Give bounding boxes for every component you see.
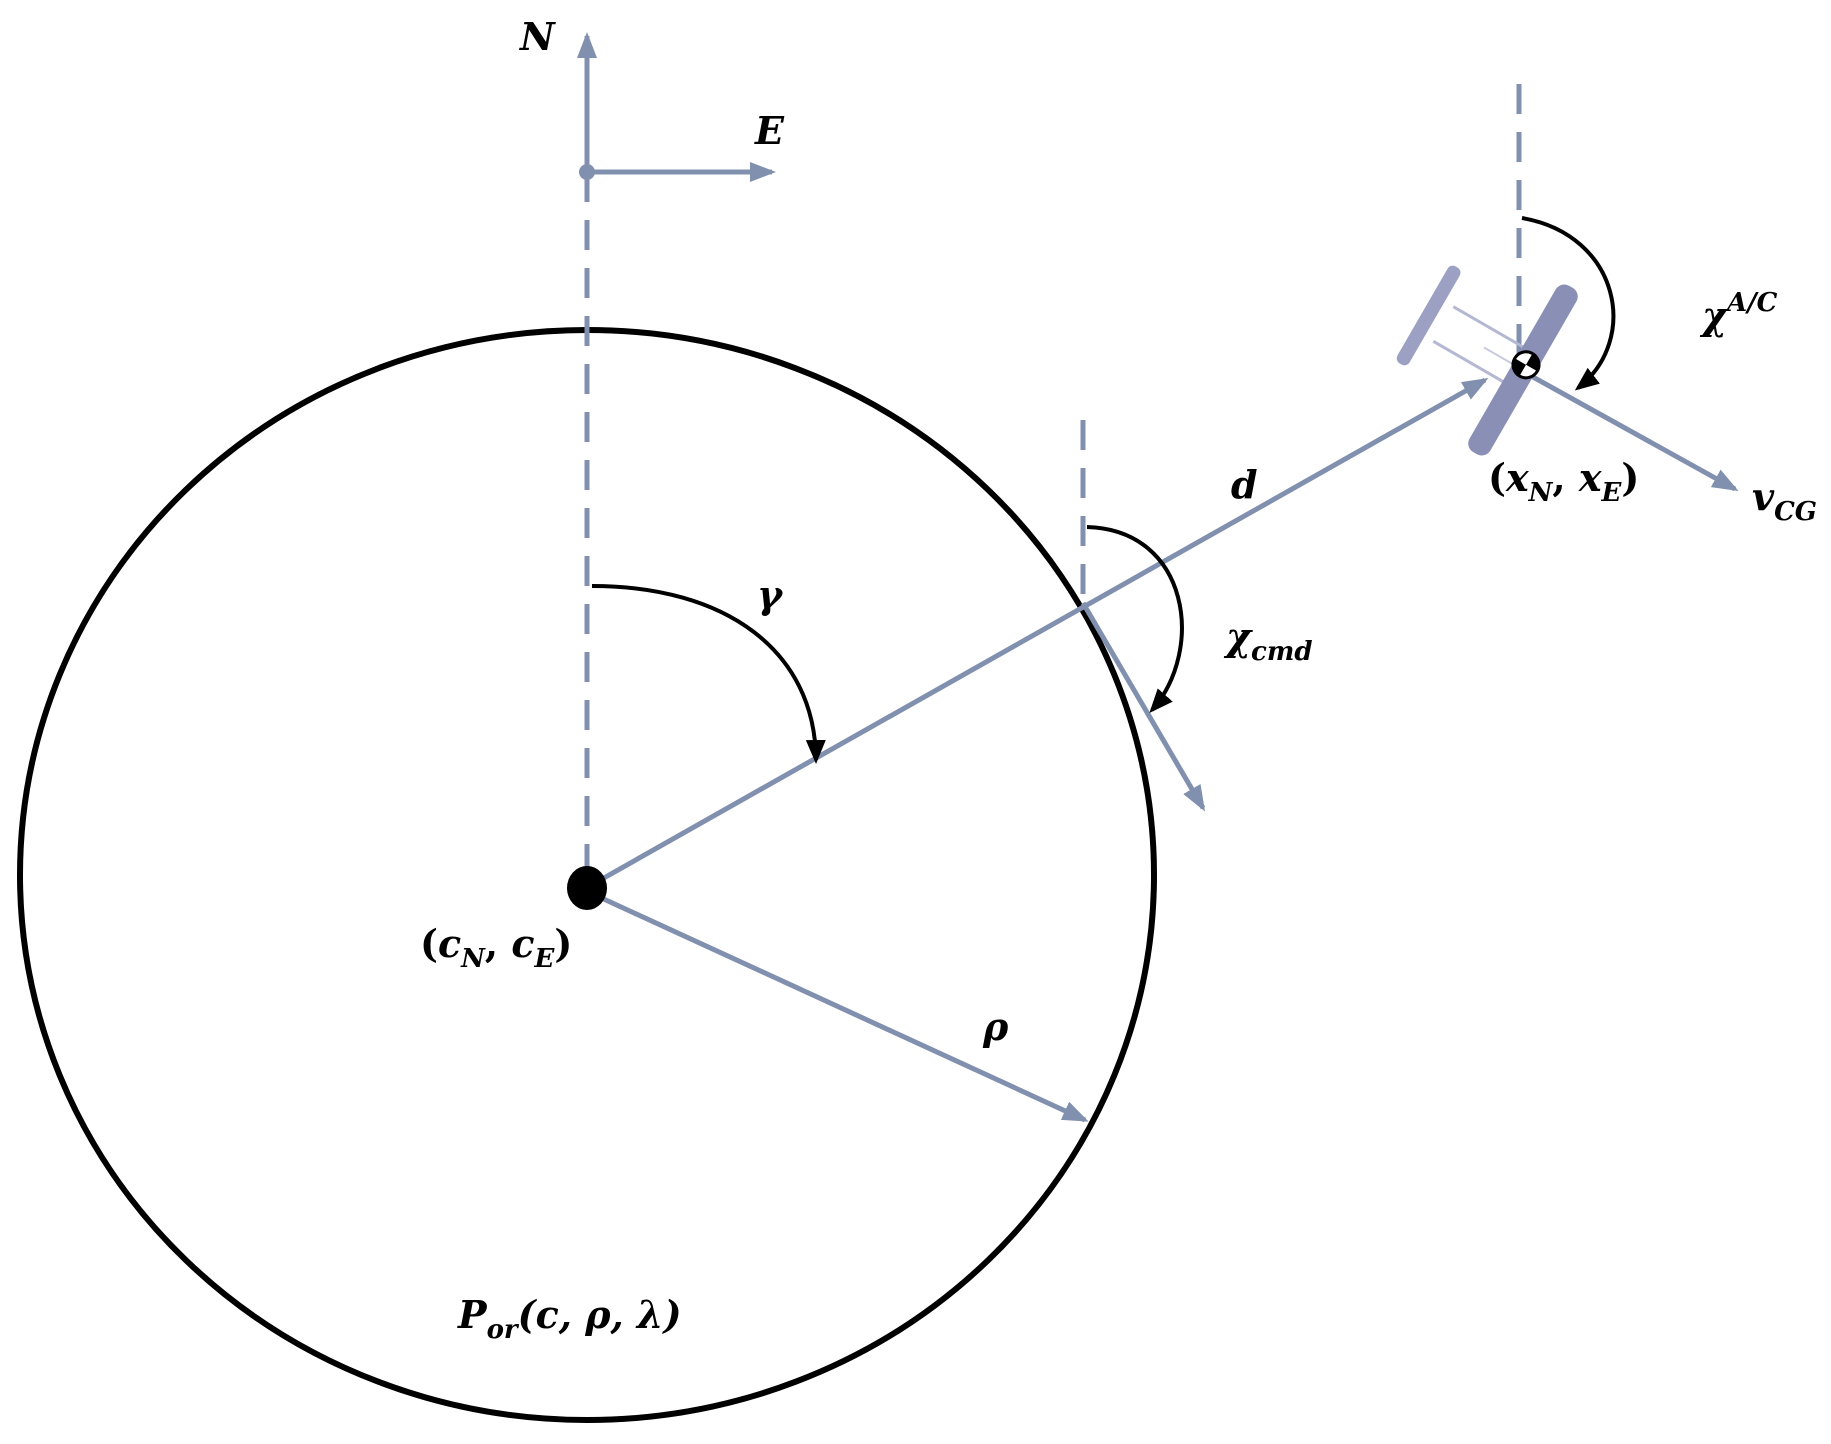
- commanded-course-vector: [1080, 601, 1206, 812]
- chi-aircraft-label: χA/C: [1702, 290, 1777, 335]
- distance-vector: [593, 377, 1489, 886]
- east-label: E: [755, 108, 784, 153]
- aircraft-b: x: [1578, 455, 1602, 500]
- chi-cmd-sub: cmd: [1251, 637, 1313, 667]
- aircraft-open-paren: (: [1488, 455, 1506, 500]
- chi-aircraft-angle-arc: [1521, 216, 1616, 391]
- orbit-label: Por(c, ρ, λ): [458, 1296, 682, 1345]
- rho-label: ρ: [983, 1004, 1009, 1049]
- chi-cmd-angle-arc: [1086, 525, 1184, 714]
- aircraft-sep: ,: [1552, 455, 1579, 500]
- velocity-base: v: [1752, 474, 1775, 519]
- north-label: N: [520, 14, 555, 59]
- gamma-angle-arc: [591, 584, 826, 764]
- center-close-paren: ): [554, 921, 573, 966]
- aircraft-a-sub: N: [1528, 478, 1553, 508]
- aircraft-b-sub: E: [1601, 478, 1622, 508]
- orbit-center-point: [567, 866, 607, 910]
- aircraft-a: x: [1505, 455, 1529, 500]
- distance-label: d: [1231, 462, 1258, 507]
- aircraft-close-paren: ): [1621, 455, 1640, 500]
- center-open-paren: (: [420, 921, 438, 966]
- center-coordinates-label: (cN, cE): [420, 925, 572, 974]
- center-a-sub: N: [461, 944, 485, 974]
- chi-aircraft-sup: A/C: [1727, 288, 1778, 318]
- center-b: c: [511, 921, 535, 966]
- radius-vector: [593, 892, 1089, 1123]
- aircraft-position-label: (xN, xE): [1488, 459, 1639, 508]
- center-a: c: [437, 921, 462, 966]
- chi-cmd-base: χ: [1226, 614, 1251, 659]
- chi-cmd-label: χcmd: [1226, 618, 1313, 667]
- velocity-label: vCG: [1752, 478, 1817, 527]
- center-b-sub: E: [534, 944, 555, 974]
- chi-aircraft-base: χ: [1702, 293, 1727, 338]
- velocity-sub: CG: [1774, 497, 1817, 527]
- orbit-sub: or: [486, 1315, 518, 1345]
- gamma-label: γ: [757, 572, 783, 617]
- orbit-args: (c, ρ, λ): [517, 1292, 682, 1337]
- velocity-vector: [1522, 369, 1739, 492]
- center-sep: ,: [484, 921, 512, 966]
- aircraft-icon: [1396, 265, 1578, 456]
- orbit-base: P: [458, 1292, 487, 1337]
